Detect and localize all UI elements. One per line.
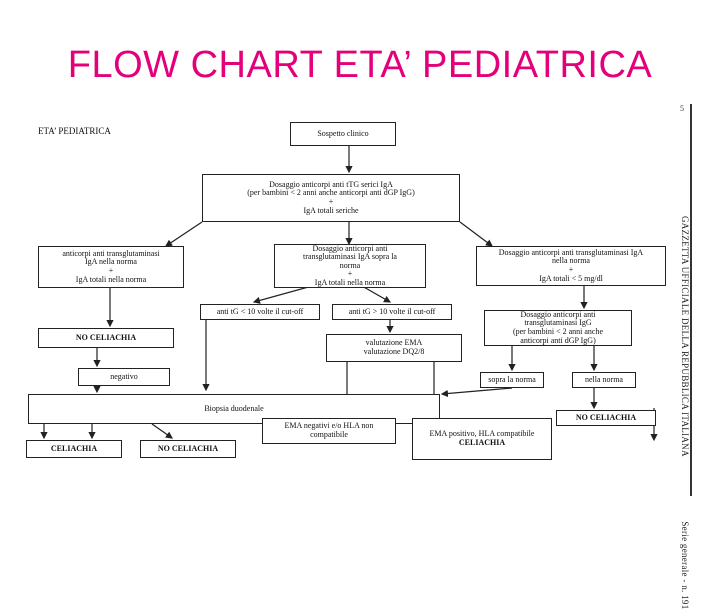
box-no-celiachia-right: NO CELIACHIA: [556, 410, 656, 426]
box-iga-totali-basse: Dosaggio anticorpi anti transglutaminasi…: [476, 246, 666, 286]
box-sospetto-clinico: Sospetto clinico: [290, 122, 396, 146]
box-sopra-la-norma: sopra la norma: [480, 372, 544, 388]
margin-divider: [690, 104, 692, 496]
scanned-flowchart: ETA’ PEDIATRICA 5 GAZZETTA UFFICIALE DEL…: [22, 104, 694, 610]
arrow: [165, 221, 203, 247]
box-no-celiachia-left: NO CELIACHIA: [38, 328, 174, 348]
gazette-series: Serie generale - n. 191: [680, 521, 690, 610]
box-ttg-maggiore-10: anti tG > 10 volte il cut-off: [332, 304, 452, 320]
arrow: [440, 387, 513, 398]
slide-title: FLOW CHART ETA’ PEDIATRICA: [67, 44, 653, 86]
arrow: [151, 423, 173, 439]
box-celiachia: CELIACHIA: [26, 440, 122, 458]
corner-label: ETA’ PEDIATRICA: [38, 126, 111, 136]
box-negativo: negativo: [78, 368, 170, 386]
page-number: 5: [680, 104, 684, 113]
box-ttg-minore-10: anti tG < 10 volte il cut-off: [200, 304, 320, 320]
arrow: [252, 285, 313, 304]
arrow: [459, 221, 493, 247]
box-no-celiachia-bottom: NO CELIACHIA: [140, 440, 236, 458]
arrow: [361, 285, 392, 303]
box-nella-norma: nella norma: [572, 372, 636, 388]
box-dosaggio-principale: Dosaggio anticorpi anti tTG serici IgA(p…: [202, 174, 460, 222]
